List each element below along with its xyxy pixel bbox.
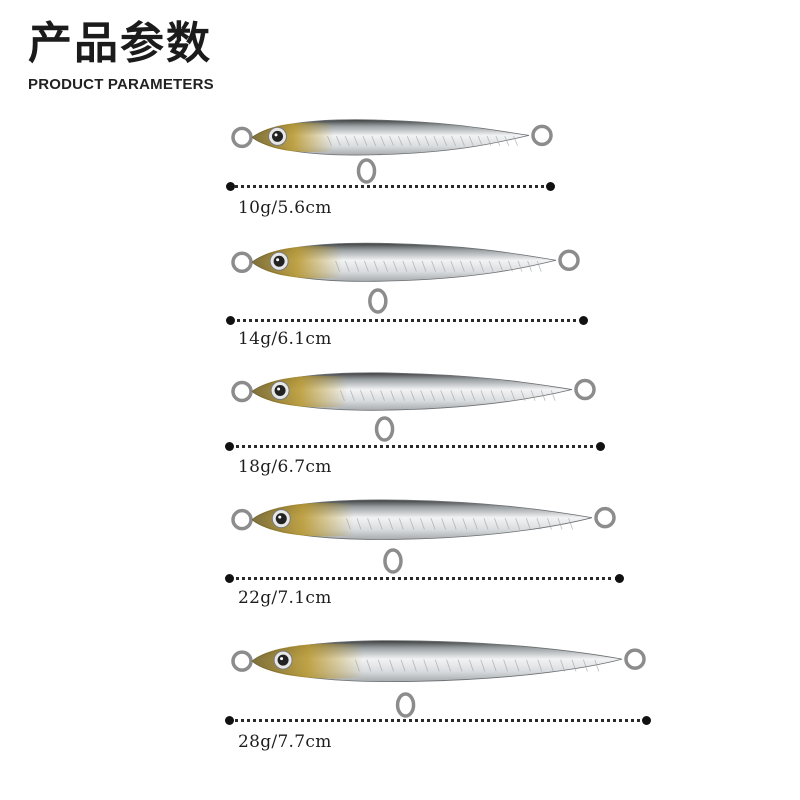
fishing-lure-image [231, 499, 616, 574]
page-title: 产品参数 [28, 18, 212, 69]
measure-end-dot [579, 316, 588, 325]
measure-start-dot [225, 574, 234, 583]
tail-eyelet-icon [531, 124, 553, 147]
measure-start-dot [226, 316, 235, 325]
fishing-lure-image [231, 372, 596, 442]
measure-end-dot [546, 182, 555, 191]
lure-gold-head [252, 643, 364, 679]
lure-gold-head [252, 246, 343, 279]
lure-gold-head [252, 122, 334, 153]
belly-eyelet-icon [368, 288, 388, 314]
length-measure-line [229, 445, 600, 448]
lure-size-label: 22g/7.1cm [238, 588, 332, 608]
belly-eyelet-icon [374, 416, 395, 442]
fishing-lure-image [231, 242, 580, 314]
tail-eyelet-icon [594, 506, 616, 529]
belly-eyelet-icon [395, 692, 416, 718]
belly-eyelet-icon [383, 548, 403, 574]
measure-end-dot [596, 442, 605, 451]
lure-size-label: 14g/6.1cm [238, 329, 332, 349]
length-measure-line [229, 719, 646, 722]
tail-eyelet-icon [574, 378, 596, 401]
lure-size-label: 18g/6.7cm [238, 457, 332, 477]
lure-gold-head [252, 375, 348, 408]
lure-size-label: 10g/5.6cm [238, 198, 332, 218]
front-eyelet-icon [231, 508, 253, 531]
measure-end-dot [615, 574, 624, 583]
tail-eyelet-icon [624, 648, 646, 670]
length-measure-line [230, 319, 583, 322]
front-eyelet-icon [231, 380, 253, 403]
front-eyelet-icon [231, 251, 253, 273]
front-eyelet-icon [231, 650, 253, 672]
measure-start-dot [225, 442, 234, 451]
fishing-lure-image [231, 119, 553, 184]
lure-size-label: 28g/7.7cm [238, 732, 332, 752]
front-eyelet-icon [231, 126, 253, 149]
measure-start-dot [225, 716, 234, 725]
page-subtitle: PRODUCT PARAMETERS [28, 76, 214, 93]
belly-eyelet-icon [356, 158, 377, 184]
measure-start-dot [226, 182, 235, 191]
length-measure-line [230, 185, 550, 188]
tail-eyelet-icon [558, 249, 580, 271]
fishing-lure-image [231, 640, 646, 718]
lure-gold-head [252, 502, 355, 537]
measure-end-dot [642, 716, 651, 725]
length-measure-line [229, 577, 619, 580]
